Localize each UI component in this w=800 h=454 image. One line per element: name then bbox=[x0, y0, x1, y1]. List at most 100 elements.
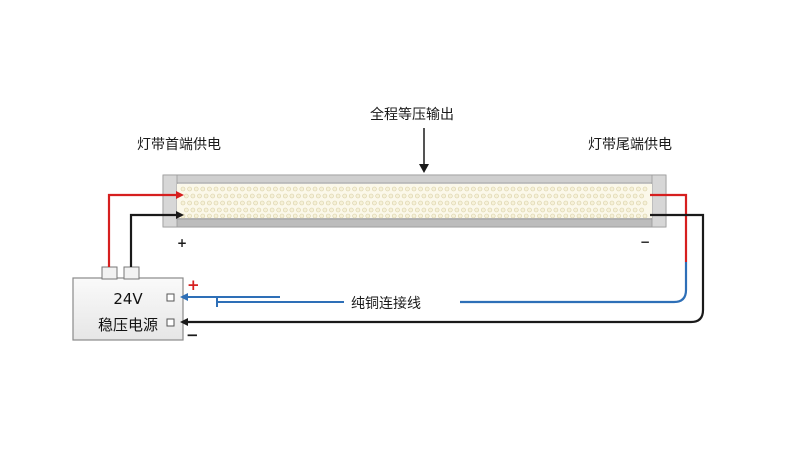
led-dot bbox=[622, 200, 628, 206]
led-dot bbox=[240, 200, 245, 206]
led-dot bbox=[345, 200, 351, 206]
led-dot bbox=[533, 193, 539, 199]
led-dot bbox=[289, 193, 295, 199]
led-dot bbox=[405, 200, 410, 206]
led-dot bbox=[467, 193, 473, 199]
led-dot bbox=[266, 200, 272, 206]
led-dot bbox=[391, 186, 397, 192]
led-dot bbox=[329, 207, 334, 213]
led-dot bbox=[438, 200, 443, 206]
left-negative-wire bbox=[129, 213, 176, 267]
led-dot bbox=[256, 207, 262, 213]
led-dot bbox=[421, 193, 427, 199]
led-dot bbox=[395, 193, 400, 199]
led-dot bbox=[490, 186, 496, 192]
led-dot bbox=[292, 186, 298, 192]
psu-box bbox=[72, 277, 184, 341]
led-dot bbox=[513, 193, 519, 199]
led-dot bbox=[322, 193, 328, 199]
led-dot bbox=[553, 207, 559, 213]
top-arrow-head bbox=[419, 164, 429, 173]
led-dot bbox=[286, 213, 291, 219]
led-dot bbox=[296, 193, 301, 199]
led-dot bbox=[596, 200, 602, 206]
led-dot bbox=[573, 193, 579, 199]
led-dot bbox=[530, 186, 536, 192]
led-dot bbox=[368, 193, 374, 199]
led-dot bbox=[523, 200, 529, 206]
led-dot bbox=[619, 193, 625, 199]
led-dot bbox=[355, 207, 361, 213]
led-dot bbox=[253, 186, 258, 192]
led-dot bbox=[220, 213, 225, 219]
led-array bbox=[180, 186, 648, 219]
led-dot bbox=[599, 193, 605, 199]
led-dot bbox=[566, 207, 572, 213]
led-dot bbox=[200, 213, 206, 219]
led-dot bbox=[579, 207, 585, 213]
led-dot bbox=[372, 200, 377, 206]
led-dot bbox=[603, 186, 608, 192]
led-dot bbox=[217, 207, 222, 213]
led-dot bbox=[431, 213, 437, 219]
led-dot bbox=[490, 200, 496, 206]
led-dot bbox=[510, 213, 516, 219]
led-dot bbox=[642, 186, 648, 192]
led-dot bbox=[434, 193, 440, 199]
led-dot bbox=[576, 213, 582, 219]
led-dot bbox=[510, 200, 516, 206]
led-dot bbox=[494, 193, 499, 199]
left-positive-wire bbox=[107, 193, 176, 267]
led-dot bbox=[484, 213, 489, 219]
led-dot bbox=[447, 207, 453, 213]
led-dot bbox=[626, 207, 631, 213]
led-dot bbox=[537, 200, 542, 206]
led-dot bbox=[418, 213, 423, 219]
led-dot bbox=[193, 200, 199, 206]
psu-name: 稳压电源 bbox=[97, 316, 158, 334]
top-center-label: 全程等压输出 bbox=[370, 107, 454, 123]
led-dot bbox=[583, 213, 588, 219]
led-dot bbox=[424, 200, 430, 206]
led-dot bbox=[352, 186, 357, 192]
led-dot bbox=[451, 186, 456, 192]
led-dot bbox=[593, 207, 598, 213]
led-dot bbox=[441, 207, 447, 213]
led-dot bbox=[220, 186, 225, 192]
led-dot bbox=[332, 186, 338, 192]
led-dot bbox=[210, 207, 215, 213]
led-dot bbox=[193, 213, 199, 219]
led-dot bbox=[500, 207, 506, 213]
led-dot bbox=[299, 213, 305, 219]
led-dot bbox=[570, 213, 575, 219]
led-dot bbox=[606, 193, 612, 199]
led-dot bbox=[461, 207, 466, 213]
led-dot bbox=[599, 207, 605, 213]
led-dot bbox=[292, 213, 298, 219]
right-positive-wire bbox=[650, 193, 688, 262]
led-dot bbox=[586, 193, 592, 199]
led-dot bbox=[279, 213, 285, 219]
led-dot bbox=[193, 186, 199, 192]
led-dot bbox=[322, 207, 328, 213]
led-dot bbox=[421, 207, 427, 213]
led-dot bbox=[358, 213, 364, 219]
led-dot bbox=[612, 193, 618, 199]
copper-wire-arrow bbox=[180, 293, 188, 301]
led-dot bbox=[424, 213, 430, 219]
led-dot bbox=[217, 193, 222, 199]
led-dot bbox=[282, 193, 288, 199]
led-dot bbox=[207, 200, 212, 206]
led-dot bbox=[325, 200, 331, 206]
led-dot bbox=[510, 186, 516, 192]
led-dot bbox=[368, 207, 374, 213]
led-dot bbox=[296, 207, 301, 213]
left-end-cap bbox=[162, 174, 178, 228]
led-dot bbox=[626, 193, 631, 199]
led-dot bbox=[253, 200, 258, 206]
led-dot bbox=[342, 193, 348, 199]
led-dot bbox=[616, 213, 621, 219]
led-dot bbox=[213, 213, 219, 219]
led-dot bbox=[451, 213, 456, 219]
